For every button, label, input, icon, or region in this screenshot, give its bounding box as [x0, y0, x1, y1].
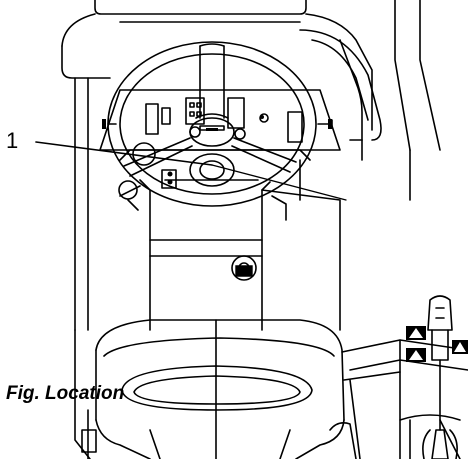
control-knobs [119, 143, 256, 280]
pedal-area [75, 330, 356, 459]
padlock-icon [236, 266, 252, 276]
warning-triangle-icon [406, 326, 468, 362]
cab-frame [62, 0, 440, 330]
joystick-lever [423, 296, 457, 459]
grab-rail [300, 30, 381, 140]
figure-caption: Fig. Location [6, 383, 125, 404]
dashboard-panel [100, 90, 340, 150]
side-console [342, 340, 468, 459]
callout-number: 1 [6, 128, 19, 153]
operator-seat [96, 320, 344, 459]
callout-leader-line [36, 142, 346, 200]
dashboard-indicators [102, 115, 332, 185]
steering-wheel [108, 42, 316, 206]
steering-column [120, 150, 340, 330]
